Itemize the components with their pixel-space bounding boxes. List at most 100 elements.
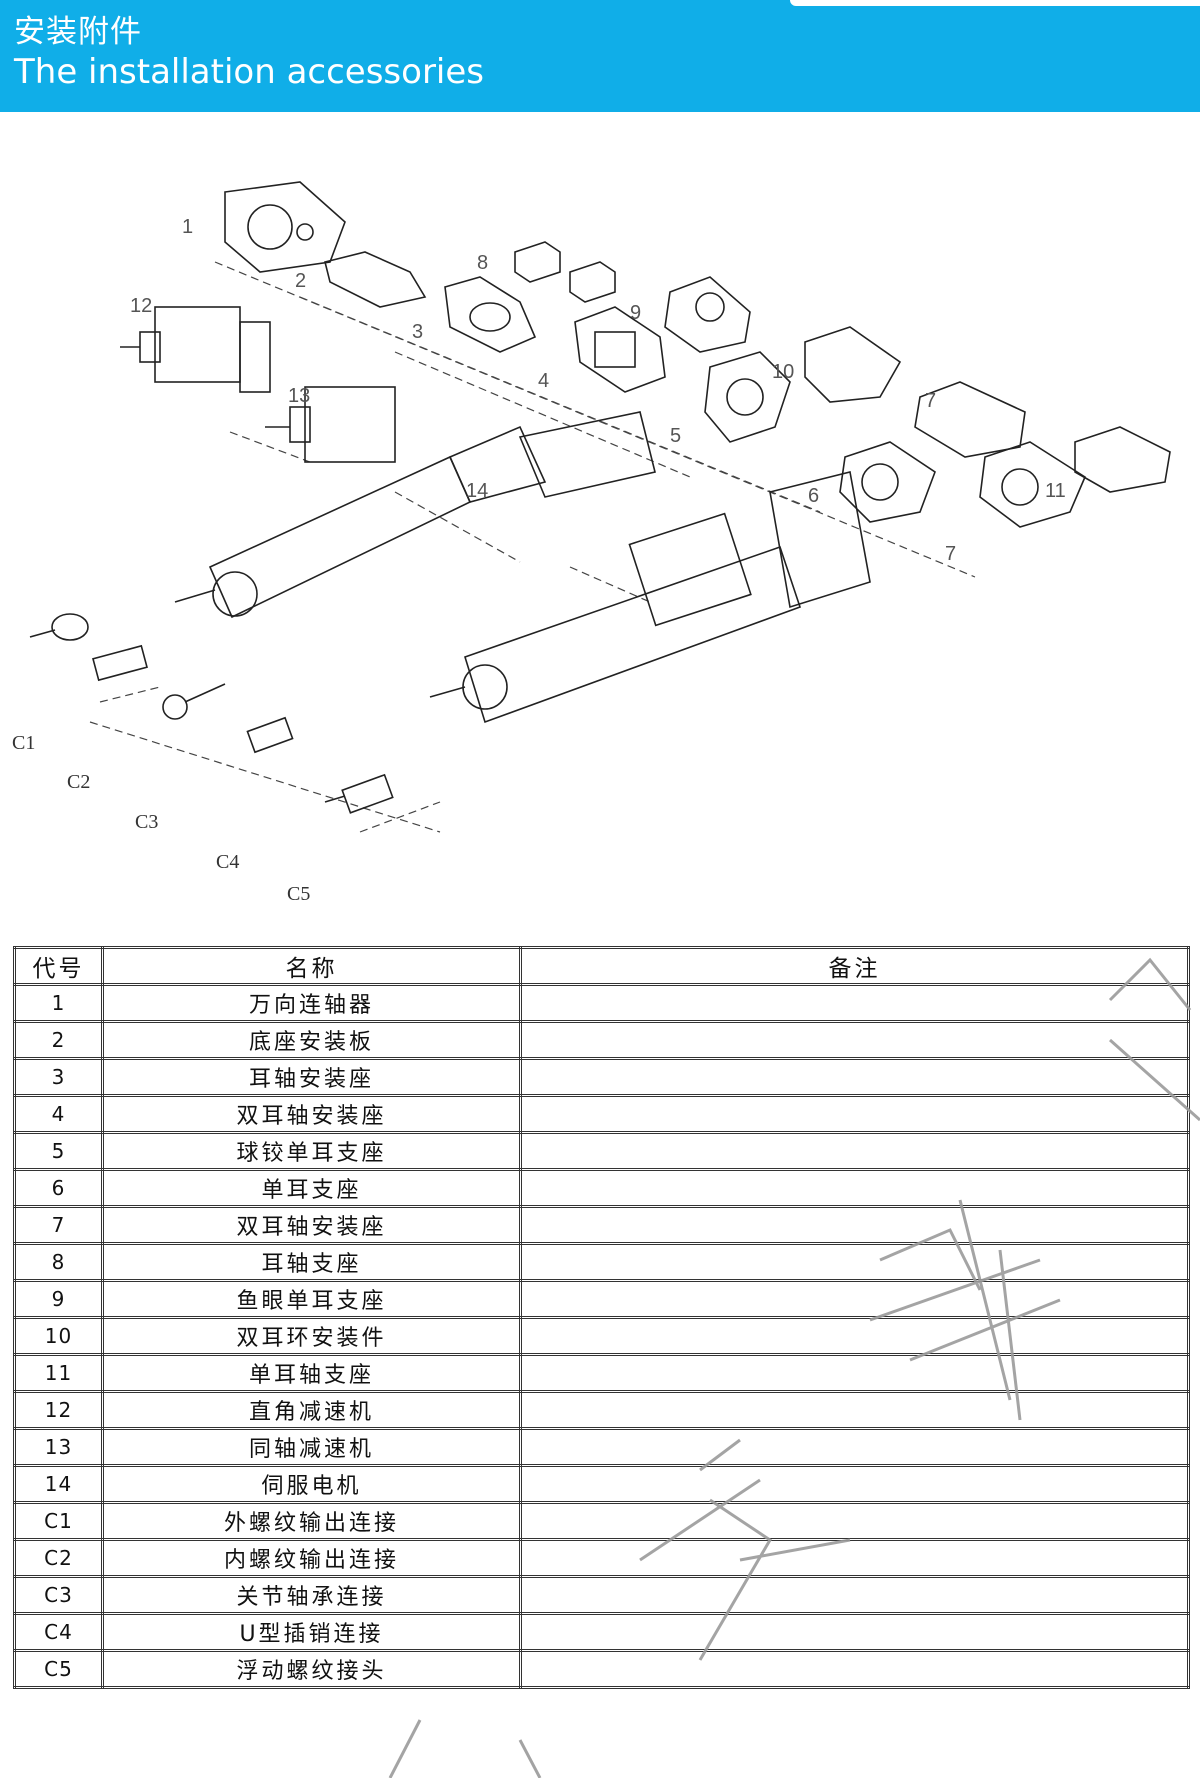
part-label-6: 6 xyxy=(808,485,819,507)
part-label-7b: 7 xyxy=(945,543,956,565)
part-label-7a: 7 xyxy=(925,390,936,412)
cell-note xyxy=(519,1464,1190,1504)
cell-name: 万向连轴器 xyxy=(101,983,522,1023)
cell-note xyxy=(519,1538,1190,1578)
part-label-2: 2 xyxy=(295,270,306,292)
cell-name: 同轴减速机 xyxy=(101,1427,522,1467)
connector-label-c1: C1 xyxy=(12,732,35,754)
cell-note xyxy=(519,983,1190,1023)
cell-name: 伺服电机 xyxy=(101,1464,522,1504)
part-label-1: 1 xyxy=(182,216,193,238)
cell-code: C4 xyxy=(13,1612,104,1652)
cell-code: 9 xyxy=(13,1279,104,1319)
part-label-8: 8 xyxy=(477,252,488,274)
cell-note xyxy=(519,1168,1190,1208)
cell-code: 3 xyxy=(13,1057,104,1097)
part-label-10: 10 xyxy=(772,361,794,383)
cell-note xyxy=(519,1316,1190,1356)
cell-note xyxy=(519,1131,1190,1171)
page-title-cn: 安装附件 xyxy=(14,14,142,50)
connector-label-c2: C2 xyxy=(67,771,90,793)
part-label-11: 11 xyxy=(1045,480,1066,502)
cell-name: 浮动螺纹接头 xyxy=(101,1649,522,1689)
cell-code: C5 xyxy=(13,1649,104,1689)
cell-note xyxy=(519,1094,1190,1134)
cell-name: 鱼眼单耳支座 xyxy=(101,1279,522,1319)
cell-note xyxy=(519,1575,1190,1615)
cell-name: 球铰单耳支座 xyxy=(101,1131,522,1171)
cell-note xyxy=(519,1242,1190,1282)
part-label-12: 12 xyxy=(130,295,152,317)
cell-code: 4 xyxy=(13,1094,104,1134)
cell-name: 双耳轴安装座 xyxy=(101,1205,522,1245)
cell-name: 直角减速机 xyxy=(101,1390,522,1430)
connector-label-c4: C4 xyxy=(216,851,239,873)
part-label-5: 5 xyxy=(670,425,681,447)
cell-code: 7 xyxy=(13,1205,104,1245)
cell-name: 双耳环安装件 xyxy=(101,1316,522,1356)
cell-note xyxy=(519,1353,1190,1393)
banner-strip xyxy=(790,0,1200,6)
exploded-view-diagram: 1 2 3 4 5 6 7 8 9 10 11 12 13 14 7 C1 C2… xyxy=(12,181,1171,905)
header-note: 备注 xyxy=(519,946,1190,986)
part-label-3: 3 xyxy=(412,321,423,343)
cell-code: 2 xyxy=(13,1020,104,1060)
table-header-row: 代号 名称 备注 xyxy=(13,946,1190,986)
cell-note xyxy=(519,1205,1190,1245)
cell-code: C1 xyxy=(13,1501,104,1541)
cell-code: 8 xyxy=(13,1242,104,1282)
part-label-9: 9 xyxy=(630,302,641,324)
header-name: 名称 xyxy=(101,946,522,986)
cell-code: 12 xyxy=(13,1390,104,1430)
cell-name: U型插销连接 xyxy=(101,1612,522,1652)
cell-note xyxy=(519,1501,1190,1541)
cell-note xyxy=(519,1427,1190,1467)
cell-code: 10 xyxy=(13,1316,104,1356)
accessories-drawing: 1 2 3 4 5 6 7 8 9 10 11 12 13 14 7 C1 C2… xyxy=(0,112,1200,932)
cell-name: 双耳轴安装座 xyxy=(101,1094,522,1134)
cell-note xyxy=(519,1279,1190,1319)
cell-name: 外螺纹输出连接 xyxy=(101,1501,522,1541)
cell-name: 单耳支座 xyxy=(101,1168,522,1208)
cell-code: 13 xyxy=(13,1427,104,1467)
cell-name: 底座安装板 xyxy=(101,1020,522,1060)
page-title-en: The installation accessories xyxy=(14,52,485,92)
cell-code: 14 xyxy=(13,1464,104,1504)
cell-code: C3 xyxy=(13,1575,104,1615)
cell-name: 单耳轴支座 xyxy=(101,1353,522,1393)
connector-label-c3: C3 xyxy=(135,811,158,833)
header-code: 代号 xyxy=(13,946,104,986)
cell-note xyxy=(519,1612,1190,1652)
cell-name: 内螺纹输出连接 xyxy=(101,1538,522,1578)
cell-code: 1 xyxy=(13,983,104,1023)
cell-code: 6 xyxy=(13,1168,104,1208)
cell-note xyxy=(519,1020,1190,1060)
cell-note xyxy=(519,1057,1190,1097)
cell-code: C2 xyxy=(13,1538,104,1578)
connector-label-c5: C5 xyxy=(287,883,310,905)
cell-name: 耳轴安装座 xyxy=(101,1057,522,1097)
cell-name: 关节轴承连接 xyxy=(101,1575,522,1615)
part-label-4: 4 xyxy=(538,370,549,392)
part-label-14: 14 xyxy=(466,480,488,502)
cell-code: 5 xyxy=(13,1131,104,1171)
part-label-13: 13 xyxy=(288,385,310,407)
cell-code: 11 xyxy=(13,1353,104,1393)
